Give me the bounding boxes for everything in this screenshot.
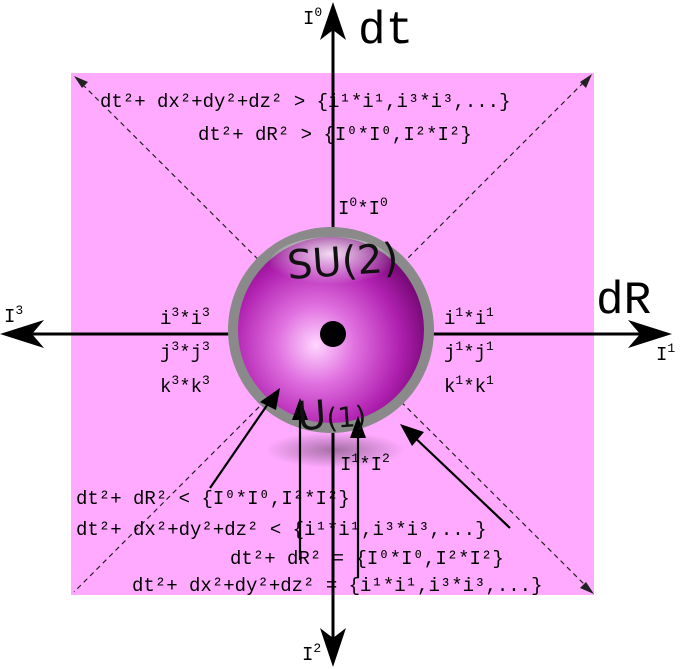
diagonal-arrowheads [74,74,594,594]
top-product-label: I0*I0 [338,195,388,220]
su2-label: SU(2) [286,235,400,289]
u1-label: U(1) [295,390,367,441]
sphere-gloss [269,237,393,293]
svg-text:i1*i1: i1*i1 [444,305,494,330]
svg-text:k1*k1: k1*k1 [444,373,494,398]
pointer-arrows [209,397,511,578]
origin-dot [320,321,346,347]
bottom-product-label: I1*I2 [340,451,390,476]
right-products: i1*i1 j1*j1 k1*k1 [444,305,494,398]
equation-bottom-2: dt²+ dx²+dy²+dz² < {i¹*i¹,i³*i³,...} [76,519,487,541]
equation-bottom-4: dt²+ dx²+dy²+dz² = {i¹*i¹,i³*i³,...} [132,575,543,597]
arrow-down-icon [320,628,346,667]
svg-text:k3*k3: k3*k3 [160,373,210,398]
equation-bottom-3: dt²+ dR² = {I⁰*I⁰,I²*I²} [230,548,504,570]
svg-text:i3*i3: i3*i3 [160,305,210,330]
dt-label: dt [358,5,413,57]
equation-top-2: dt²+ dR² > {I⁰*I⁰,I²*I²} [198,124,472,146]
i1-axis-label: I1 [656,341,675,366]
pointer-arrowheads [260,388,424,446]
arrow-right-icon [628,320,672,348]
svg-text:j3*j3: j3*j3 [160,339,210,364]
left-products: i3*i3 j3*j3 k3*k3 [160,305,210,398]
axis-arrowheads [0,2,672,667]
i2-axis-label: I2 [302,641,321,666]
equation-bottom-1: dt²+ dR² < {I⁰*I⁰,I²*I²} [76,488,350,510]
i3-axis-label: I3 [4,303,23,328]
arrow-left-icon [0,320,44,348]
svg-text:j1*j1: j1*j1 [444,339,494,364]
dr-label: dR [596,275,651,327]
arrow-up-icon [320,2,346,40]
equation-top-1: dt²+ dx²+dy²+dz² > {i¹*i¹,i³*i³,...} [100,91,511,113]
i0-axis-label: I0 [303,5,322,30]
